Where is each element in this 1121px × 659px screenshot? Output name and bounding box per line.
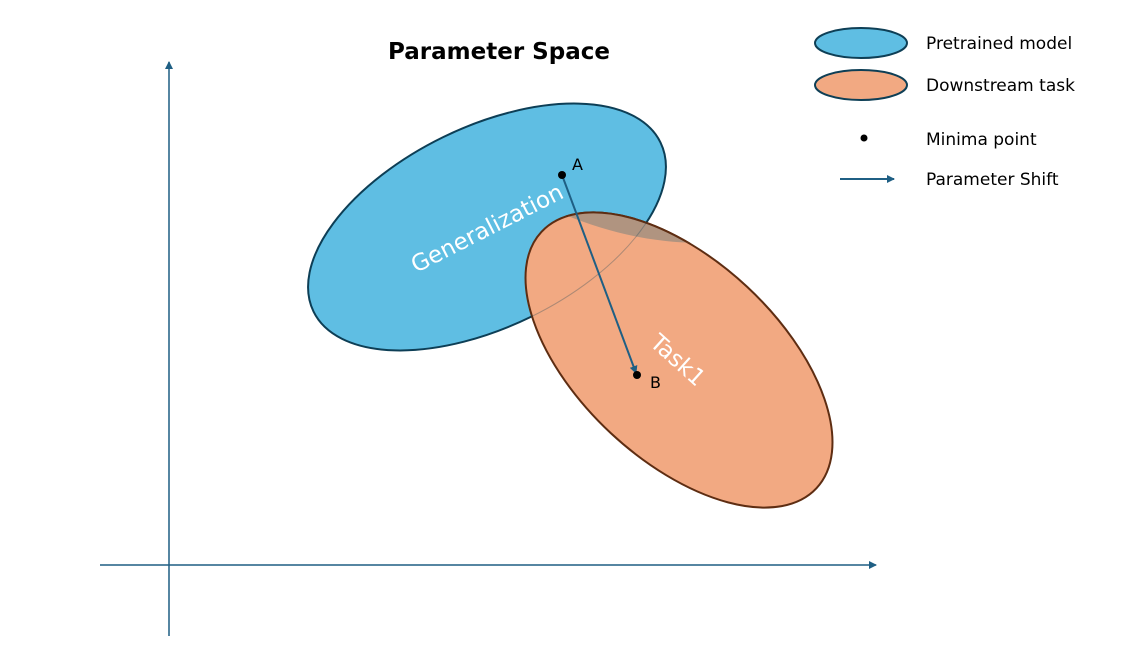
parameter-shift-arrow <box>561 174 638 374</box>
legend: Pretrained model Downstream task Minima … <box>814 27 1075 190</box>
legend-minima-icon <box>860 134 868 142</box>
legend-pretrained-label: Pretrained model <box>926 34 1072 54</box>
point-a-label: A <box>572 155 583 174</box>
legend-downstream-label: Downstream task <box>926 76 1075 96</box>
legend-shift-label: Parameter Shift <box>926 170 1059 190</box>
downstream-region <box>524 211 834 509</box>
legend-minima-label: Minima point <box>926 130 1037 150</box>
minima-point-b <box>633 371 641 379</box>
legend-pretrained-swatch <box>814 27 908 59</box>
legend-downstream-swatch <box>814 69 908 101</box>
pretrained-outline <box>307 103 667 351</box>
point-b-label: B <box>650 373 661 392</box>
diagram-title: Parameter Space <box>388 39 610 65</box>
minima-point-a <box>558 171 566 179</box>
